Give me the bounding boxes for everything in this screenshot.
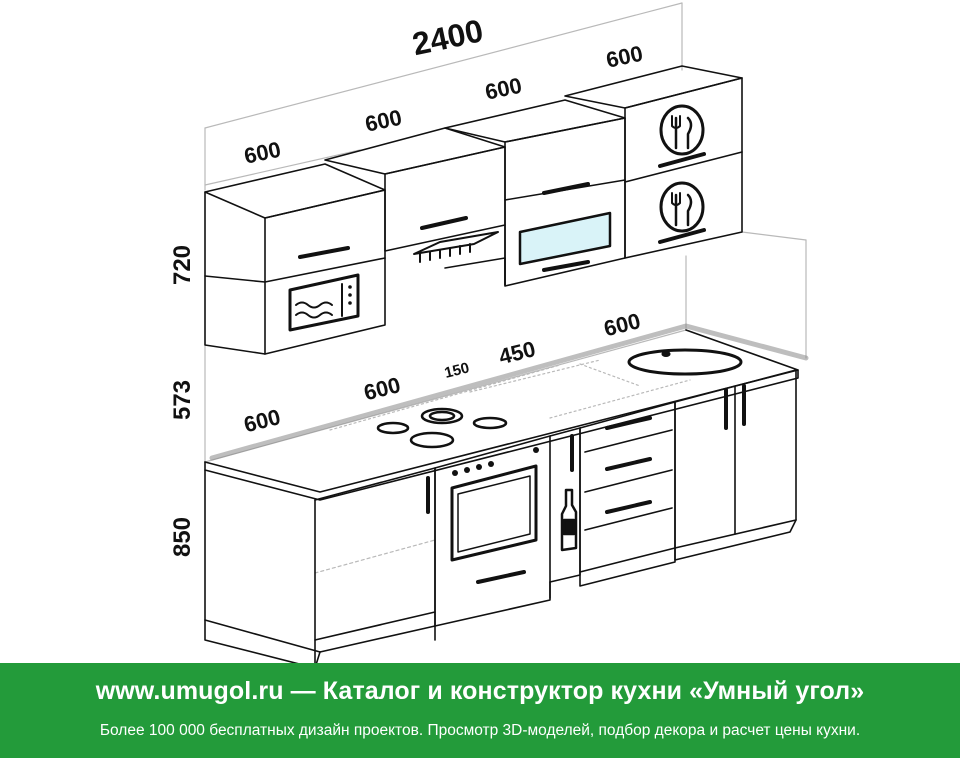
- dim-upper-3: 600: [483, 73, 524, 105]
- dim-height-upper: 720: [169, 245, 196, 285]
- microwave-icon: [288, 273, 360, 332]
- dim-height-gap: 573: [169, 380, 196, 420]
- dim-upper-2: 600: [363, 105, 404, 137]
- dim-counter-4: 450: [496, 336, 538, 369]
- hood-icon: [413, 231, 499, 263]
- dim-counter-3: 150: [443, 359, 471, 382]
- dim-upper-1: 600: [242, 137, 283, 169]
- base-handles: [426, 384, 746, 584]
- sink-icon: [627, 348, 743, 376]
- footer-title[interactable]: www.umugol.ru — Каталог и конструктор ку…: [95, 677, 865, 705]
- footer-subtitle: Более 100 000 бесплатных дизайн проектов…: [99, 722, 861, 739]
- plate-icon: [659, 181, 705, 233]
- footer-banner: www.umugol.ru — Каталог и конструктор ку…: [0, 663, 960, 758]
- upper-handles: [298, 152, 706, 272]
- base-cabinets: [204, 369, 797, 663]
- dim-counter-5: 600: [601, 308, 643, 341]
- dim-height-base: 850: [169, 517, 196, 557]
- glass-door-panel: [518, 211, 612, 266]
- dim-total-width: 2400: [409, 12, 486, 62]
- oven-icon: [450, 447, 539, 562]
- countertop: [204, 323, 809, 501]
- plate-icon: [659, 104, 705, 156]
- bottle-icon: [560, 488, 578, 552]
- hob-icon: [376, 407, 508, 449]
- dim-upper-4: 600: [604, 41, 645, 73]
- dim-counter-2: 600: [361, 372, 403, 405]
- kitchen-drawing: 2400 600 600 600 600 600 600 150 450 600…: [169, 2, 809, 663]
- dim-counter-1: 600: [241, 404, 283, 437]
- wall-outline: [204, 2, 807, 574]
